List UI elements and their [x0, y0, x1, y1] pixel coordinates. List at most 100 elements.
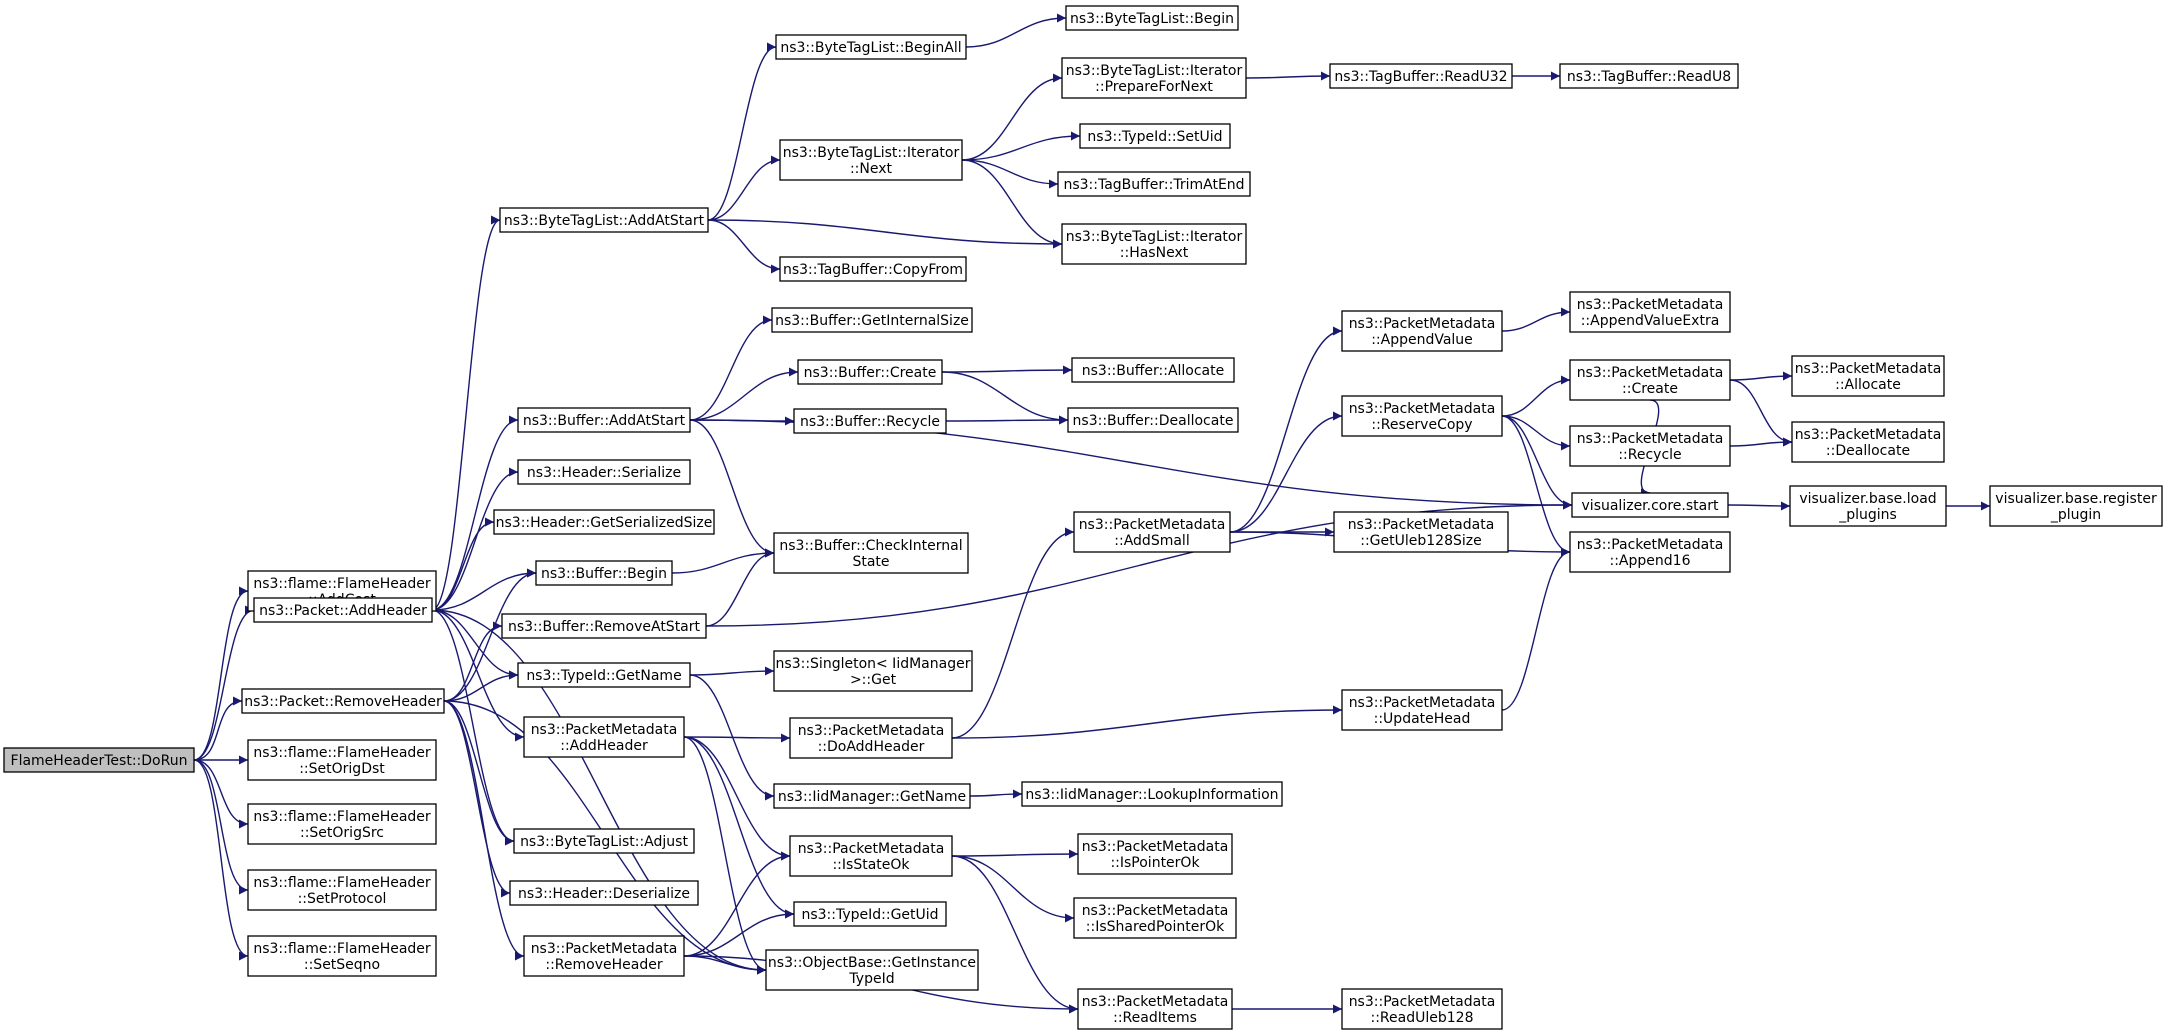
graph-node-n-typeid-setuid[interactable]: ns3::TypeId::SetUid — [1079, 123, 1231, 149]
graph-node-n-setorigdst[interactable]: ns3::flame::FlameHeader::SetOrigDst — [247, 739, 437, 781]
node-box[interactable] — [1065, 5, 1239, 31]
graph-node-n-pm-readuleb128[interactable]: ns3::PacketMetadata::ReadUleb128 — [1341, 988, 1503, 1030]
graph-node-n-pm-isstateok[interactable]: ns3::PacketMetadata::IsStateOk — [789, 835, 953, 877]
node-box[interactable] — [1791, 421, 1945, 463]
node-box[interactable] — [1057, 171, 1251, 197]
graph-node-n-vis-base-loadplugins[interactable]: visualizer.base.load_plugins — [1789, 485, 1947, 527]
graph-node-n-buf-removeatstart[interactable]: ns3::Buffer::RemoveAtStart — [501, 613, 707, 639]
graph-node-n-pm-updatehead[interactable]: ns3::PacketMetadata::UpdateHead — [1341, 689, 1503, 731]
graph-node-n-vis-base-registerplugin[interactable]: visualizer.base.register_plugin — [1989, 485, 2163, 527]
node-box[interactable] — [1571, 492, 1729, 518]
node-box[interactable] — [779, 139, 963, 181]
node-box[interactable] — [1791, 355, 1945, 397]
graph-node-n-buf-addatstart[interactable]: ns3::Buffer::AddAtStart — [517, 407, 691, 433]
graph-node-n-tb-readu8[interactable]: ns3::TagBuffer::ReadU8 — [1559, 63, 1739, 89]
graph-node-n-typeid-getuid[interactable]: ns3::TypeId::GetUid — [793, 901, 947, 927]
node-box[interactable] — [3, 747, 195, 773]
graph-node-n-tb-readu32[interactable]: ns3::TagBuffer::ReadU32 — [1329, 63, 1513, 89]
graph-node-n-pm-removeheader[interactable]: ns3::PacketMetadata::RemoveHeader — [523, 935, 685, 977]
node-box[interactable] — [1061, 57, 1247, 99]
graph-node-n-pkt-removeheader[interactable]: ns3::Packet::RemoveHeader — [241, 688, 445, 714]
node-box[interactable] — [1079, 123, 1231, 149]
node-box[interactable] — [517, 407, 691, 433]
graph-node-n-vis-core-start[interactable]: visualizer.core.start — [1571, 492, 1729, 518]
node-box[interactable] — [789, 835, 953, 877]
graph-node-n-buf-recycle[interactable]: ns3::Buffer::Recycle — [793, 408, 947, 434]
graph-node-n-iid-lookupinformation[interactable]: ns3::IidManager::LookupInformation — [1021, 781, 1283, 807]
graph-node-n-buf-begin[interactable]: ns3::Buffer::Begin — [535, 560, 673, 586]
node-box[interactable] — [771, 307, 973, 333]
graph-node-n-btl-begin[interactable]: ns3::ByteTagList::Begin — [1065, 5, 1239, 31]
graph-node-n-pm-addheader[interactable]: ns3::PacketMetadata::AddHeader — [523, 716, 685, 758]
node-box[interactable] — [1067, 407, 1239, 433]
node-box[interactable] — [1061, 223, 1247, 265]
graph-node-n-hdr-getserializedsize[interactable]: ns3::Header::GetSerializedSize — [493, 509, 715, 535]
node-box[interactable] — [1569, 359, 1731, 401]
graph-node-n-btl-adjust[interactable]: ns3::ByteTagList::Adjust — [513, 828, 695, 854]
node-box[interactable] — [1021, 781, 1283, 807]
graph-node-n-pm-appendvalueextra[interactable]: ns3::PacketMetadata::AppendValueExtra — [1569, 291, 1731, 333]
graph-node-n-buf-create[interactable]: ns3::Buffer::Create — [797, 359, 943, 385]
graph-node-root[interactable]: FlameHeaderTest::DoRun — [3, 747, 195, 773]
graph-node-n-pm-recycle[interactable]: ns3::PacketMetadata::Recycle — [1569, 425, 1731, 467]
graph-node-n-pm-readitems[interactable]: ns3::PacketMetadata::ReadItems — [1077, 988, 1233, 1030]
graph-node-n-pm-ispointerok[interactable]: ns3::PacketMetadata::IsPointerOk — [1077, 833, 1233, 875]
graph-node-n-pm-deallocate[interactable]: ns3::PacketMetadata::Deallocate — [1791, 421, 1945, 463]
node-box[interactable] — [1569, 425, 1731, 467]
node-box[interactable] — [793, 901, 947, 927]
node-box[interactable] — [1071, 357, 1235, 383]
node-box[interactable] — [1989, 485, 2163, 527]
node-box[interactable] — [535, 560, 673, 586]
graph-node-n-pm-allocate[interactable]: ns3::PacketMetadata::Allocate — [1791, 355, 1945, 397]
node-box[interactable] — [1569, 531, 1731, 573]
node-box[interactable] — [1073, 511, 1231, 553]
node-box[interactable] — [513, 828, 695, 854]
graph-node-n-iid-getname[interactable]: ns3::IidManager::GetName — [773, 783, 971, 809]
node-box[interactable] — [509, 880, 699, 906]
graph-node-n-buf-deallocate[interactable]: ns3::Buffer::Deallocate — [1067, 407, 1239, 433]
graph-node-n-pm-addsmall[interactable]: ns3::PacketMetadata::AddSmall — [1073, 511, 1231, 553]
node-box[interactable] — [247, 803, 437, 845]
graph-node-n-btl-iter-preparefornext[interactable]: ns3::ByteTagList::Iterator::PrepareForNe… — [1061, 57, 1247, 99]
node-box[interactable] — [493, 509, 715, 535]
graph-node-n-pm-reservecopy[interactable]: ns3::PacketMetadata::ReserveCopy — [1341, 395, 1503, 437]
graph-node-n-hdr-deserialize[interactable]: ns3::Header::Deserialize — [509, 880, 699, 906]
node-box[interactable] — [797, 359, 943, 385]
graph-node-n-pm-doaddheader[interactable]: ns3::PacketMetadata::DoAddHeader — [789, 717, 953, 759]
node-box[interactable] — [1569, 291, 1731, 333]
node-box[interactable] — [1333, 511, 1509, 553]
graph-node-n-pm-create[interactable]: ns3::PacketMetadata::Create — [1569, 359, 1731, 401]
graph-node-n-pm-getuleb128size[interactable]: ns3::PacketMetadata::GetUleb128Size — [1333, 511, 1509, 553]
node-box[interactable] — [247, 869, 437, 911]
graph-node-n-typeid-getname[interactable]: ns3::TypeId::GetName — [517, 662, 691, 688]
graph-node-n-pm-issharedpointerok[interactable]: ns3::PacketMetadata::IsSharedPointerOk — [1073, 897, 1237, 939]
graph-node-n-pm-appendvalue[interactable]: ns3::PacketMetadata::AppendValue — [1341, 310, 1503, 352]
graph-node-n-setorigsrc[interactable]: ns3::flame::FlameHeader::SetOrigSrc — [247, 803, 437, 845]
node-box[interactable] — [1559, 63, 1739, 89]
graph-node-n-btl-iter-hasnext[interactable]: ns3::ByteTagList::Iterator::HasNext — [1061, 223, 1247, 265]
node-box[interactable] — [1789, 485, 1947, 527]
node-box[interactable] — [523, 935, 685, 977]
graph-node-n-pkt-addheader[interactable]: ns3::Packet::AddHeader — [253, 597, 433, 623]
node-box[interactable] — [1329, 63, 1513, 89]
node-box[interactable] — [247, 739, 437, 781]
node-box[interactable] — [241, 688, 445, 714]
node-box[interactable] — [773, 650, 973, 692]
node-box[interactable] — [793, 408, 947, 434]
graph-node-n-btl-iter-next[interactable]: ns3::ByteTagList::Iterator::Next — [779, 139, 963, 181]
node-box[interactable] — [517, 662, 691, 688]
node-box[interactable] — [499, 207, 709, 233]
graph-node-n-tb-trimatend[interactable]: ns3::TagBuffer::TrimAtEnd — [1057, 171, 1251, 197]
graph-node-n-pm-append16[interactable]: ns3::PacketMetadata::Append16 — [1569, 531, 1731, 573]
node-box[interactable] — [247, 935, 437, 977]
node-box[interactable] — [773, 532, 969, 574]
node-box[interactable] — [1341, 988, 1503, 1030]
node-box[interactable] — [501, 613, 707, 639]
node-box[interactable] — [1341, 310, 1503, 352]
graph-node-n-buf-allocate[interactable]: ns3::Buffer::Allocate — [1071, 357, 1235, 383]
node-box[interactable] — [765, 949, 979, 991]
node-box[interactable] — [789, 717, 953, 759]
graph-node-n-btl-addatstart[interactable]: ns3::ByteTagList::AddAtStart — [499, 207, 709, 233]
